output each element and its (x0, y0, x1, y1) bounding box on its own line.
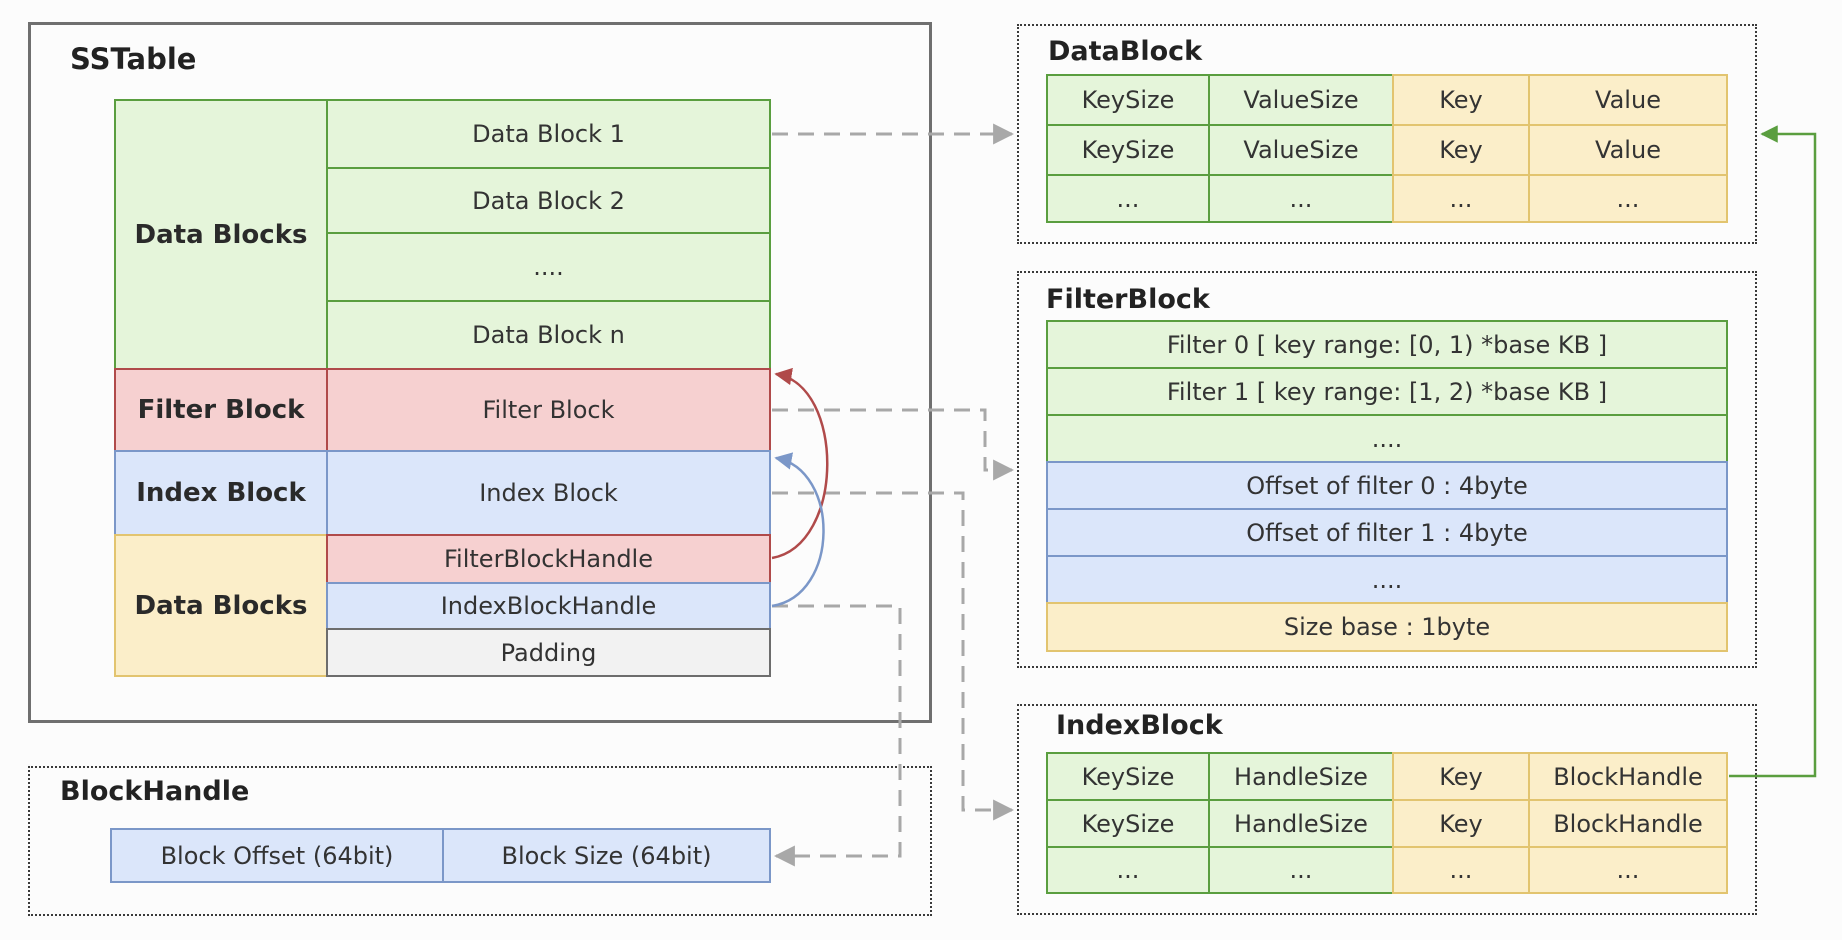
indexblock-handlesize: HandleSize (1208, 799, 1394, 848)
indexblock-ellipsis: ... (1392, 846, 1530, 894)
indexblock-panel (1017, 704, 1757, 915)
sstable-row-padding: Padding (326, 628, 771, 677)
datablock-key: Key (1392, 124, 1530, 176)
arrow-indexhandle-to-blockhandle (772, 604, 902, 867)
blockhandle-size: Block Size (64bit) (442, 828, 771, 883)
indexblock-ellipsis: ... (1046, 846, 1210, 894)
arrow-indexblock-to-indexblock (772, 491, 1015, 821)
datablock-title: DataBlock (1048, 36, 1203, 67)
indexblock-title: IndexBlock (1056, 710, 1223, 741)
indexblock-ellipsis: ... (1208, 846, 1394, 894)
datablock-value: Value (1528, 124, 1728, 176)
label-footer-data-blocks: Data Blocks (114, 534, 328, 677)
datablock-ellipsis: ... (1046, 174, 1210, 223)
sstable-row-filter-block: Filter Block (326, 368, 771, 452)
label-filter-block: Filter Block (114, 368, 328, 452)
arrow-filterblock-to-filterblock (772, 408, 1015, 481)
datablock-ellipsis: ... (1392, 174, 1530, 223)
filterblock-row: Offset of filter 1 : 4byte (1046, 508, 1728, 557)
sstable-title: SSTable (70, 42, 197, 76)
filterblock-row: Size base : 1byte (1046, 602, 1728, 652)
blockhandle-title: BlockHandle (60, 776, 250, 807)
filterblock-title: FilterBlock (1046, 284, 1210, 315)
arrow-filterhandle-to-filterblock (771, 367, 829, 560)
datablock-ellipsis: ... (1528, 174, 1728, 223)
blockhandle-offset: Block Offset (64bit) (110, 828, 444, 883)
sstable-panel (28, 22, 932, 723)
arrow-blockhandle-to-datablock (1729, 125, 1817, 778)
blockhandle-panel (28, 766, 932, 916)
datablock-ellipsis: ... (1208, 174, 1394, 223)
arrow-indexhandle-to-indexblock (771, 452, 825, 608)
datablock-keysize: KeySize (1046, 74, 1210, 126)
sstable-row-data-block-1: Data Block 1 (326, 99, 771, 169)
datablock-valuesize: ValueSize (1208, 124, 1394, 176)
filterblock-row: Filter 0 [ key range: [0, 1) *base KB ] (1046, 320, 1728, 369)
indexblock-ellipsis: ... (1528, 846, 1728, 894)
filterblock-row: .... (1046, 555, 1728, 604)
filterblock-panel (1017, 271, 1757, 668)
indexblock-handlesize: HandleSize (1208, 752, 1394, 801)
datablock-panel (1017, 24, 1757, 244)
label-data-blocks: Data Blocks (114, 99, 328, 370)
indexblock-key: Key (1392, 799, 1530, 848)
sstable-row-index-block: Index Block (326, 450, 771, 536)
datablock-value: Value (1528, 74, 1728, 126)
sstable-row-filter-block-handle: FilterBlockHandle (326, 534, 771, 584)
